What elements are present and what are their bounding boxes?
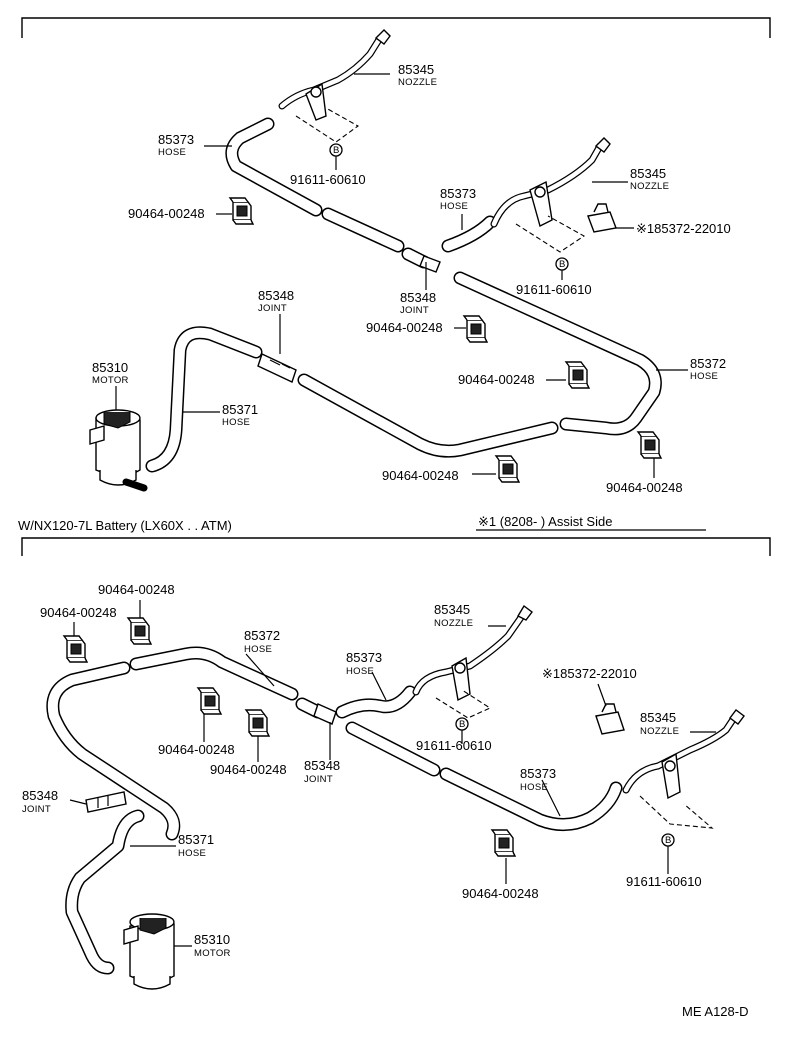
top-hose-85371: [145, 326, 263, 473]
bottom-motor-85310: [123, 913, 175, 990]
top-clamp-1-icon: [229, 197, 254, 225]
top-joint-2-name: JOINT: [258, 303, 287, 314]
top-motor-85310: [89, 409, 148, 492]
bottom-joint-2: [85, 791, 127, 813]
top-hose-85373-mid: [441, 215, 497, 253]
bottom-hose-85373a: [335, 685, 417, 719]
top-clamp-4-icon: [495, 455, 520, 483]
top-leader-lines: [115, 73, 688, 478]
bottom-hose-373b-name: HOSE: [520, 782, 548, 793]
bottom-clamp-c-number: 90464-00248: [158, 742, 235, 757]
top-hose-85372: [297, 271, 662, 458]
top-hose-4-name: HOSE: [690, 371, 718, 382]
section-caption-battery: W/NX120-7L Battery (LX60X . . ATM): [18, 518, 232, 533]
top-clamp-3-icon: [565, 361, 590, 389]
bottom-hose-371-number: 85371: [178, 832, 214, 847]
bottom-hose-85371: [65, 809, 145, 975]
bottom-clamp-d-number: 90464-00248: [210, 762, 287, 777]
bottom-hose-373b-number: 85373: [520, 766, 556, 781]
bottom-hose-372-number: 85372: [244, 628, 280, 643]
top-joint-1: [401, 247, 441, 273]
bottom-nozzle-2: [622, 709, 745, 800]
top-hose-3-name: HOSE: [222, 417, 250, 428]
top-bolt-1-number: 91611-60610: [290, 172, 366, 187]
bottom-bolt-1-mark: B: [459, 719, 466, 730]
bottom-joint-2-number: 85348: [22, 788, 58, 803]
section-caption-assist-side: ※1 (8208- ) Assist Side: [478, 514, 612, 529]
bottom-bolt-1-number: 91611-60610: [416, 738, 492, 753]
bottom-nozzle-1: [412, 604, 533, 702]
top-nozzle-2: [490, 137, 611, 228]
top-hose-1-number: 85373: [158, 132, 194, 147]
bottom-hose-371-name: HOSE: [178, 848, 206, 859]
top-clamp-2-icon: [463, 315, 488, 343]
top-sensor-185372: [587, 203, 617, 233]
top-nozzle-2-number: 85345: [630, 166, 666, 181]
top-joint-1-number: 85348: [400, 290, 436, 305]
top-nozzle-1: [278, 29, 391, 121]
bottom-clamp-b-number: 90464-00248: [98, 582, 175, 597]
bottom-joint-2-name: JOINT: [22, 804, 51, 815]
top-hose-3-number: 85371: [222, 402, 258, 417]
bottom-clamp-b-icon: [127, 617, 152, 645]
top-joint-2: [257, 353, 297, 383]
top-joint-2-number: 85348: [258, 288, 294, 303]
top-nozzle-1-name: NOZZLE: [398, 77, 437, 88]
bottom-sensor-number: ※185372-22010: [542, 666, 637, 681]
top-hose-2-name: HOSE: [440, 201, 468, 212]
bottom-hose-373a-number: 85373: [346, 650, 382, 665]
top-hose-85373-left: [225, 117, 405, 253]
top-bolt-2-mark: B: [559, 259, 566, 270]
top-motor-number: 85310: [92, 360, 128, 375]
bottom-clamp-e-number: 90464-00248: [462, 886, 539, 901]
top-mount-dash-1: [295, 107, 360, 143]
bottom-frame: [21, 537, 771, 556]
top-hose-4-number: 85372: [690, 356, 726, 371]
top-clamp-5-icon: [637, 431, 662, 459]
top-clamp-3-number: 90464-00248: [458, 372, 535, 387]
bottom-nozzle-1-number: 85345: [434, 602, 470, 617]
top-mount-dash-2: [515, 215, 586, 253]
top-hose-1-name: HOSE: [158, 147, 186, 158]
bottom-nozzle-2-name: NOZZLE: [640, 726, 679, 737]
bottom-sensor-185372: [595, 703, 625, 735]
bottom-bolt-2-number: 91611-60610: [626, 874, 702, 889]
bottom-hose-85373b: [345, 721, 623, 831]
bottom-clamp-a-icon: [63, 635, 88, 663]
bottom-clamp-c-icon: [197, 687, 222, 715]
bottom-bolt-2-mark: B: [665, 835, 672, 846]
bottom-hose-85372: [46, 646, 299, 841]
bottom-hose-373a-name: HOSE: [346, 666, 374, 677]
top-frame: [21, 17, 771, 38]
top-clamp-2-number: 90464-00248: [366, 320, 443, 335]
top-clamp-5-number: 90464-00248: [606, 480, 683, 495]
bottom-clamp-d-icon: [245, 709, 270, 737]
bottom-nozzle-2-number: 85345: [640, 710, 676, 725]
top-bolt-2-number: 91611-60610: [516, 282, 592, 297]
bottom-clamp-a-number: 90464-00248: [40, 605, 117, 620]
top-motor-name: MOTOR: [92, 375, 129, 386]
bottom-motor-name: MOTOR: [194, 948, 231, 959]
bottom-joint-1: [295, 697, 337, 725]
bottom-nozzle-1-name: NOZZLE: [434, 618, 473, 629]
bottom-joint-1-name: JOINT: [304, 774, 333, 785]
diagram-code: ME A128-D: [682, 1004, 748, 1019]
top-nozzle-1-number: 85345: [398, 62, 434, 77]
bottom-motor-number: 85310: [194, 932, 230, 947]
top-nozzle-2-name: NOZZLE: [630, 181, 669, 192]
top-clamp-4-number: 90464-00248: [382, 468, 459, 483]
top-hose-2-number: 85373: [440, 186, 476, 201]
top-joint-1-name: JOINT: [400, 305, 429, 316]
bottom-joint-1-number: 85348: [304, 758, 340, 773]
bottom-leader-lines: [69, 600, 716, 947]
top-bolt-1-mark: B: [333, 145, 340, 156]
top-sensor-number: ※185372-22010: [636, 221, 731, 236]
bottom-mount-dash-1: [435, 689, 492, 719]
bottom-clamp-e-icon: [491, 829, 516, 857]
top-clamp-1-number: 90464-00248: [128, 206, 205, 221]
bottom-hose-372-name: HOSE: [244, 644, 272, 655]
bottom-mount-dash-2: [639, 795, 714, 829]
